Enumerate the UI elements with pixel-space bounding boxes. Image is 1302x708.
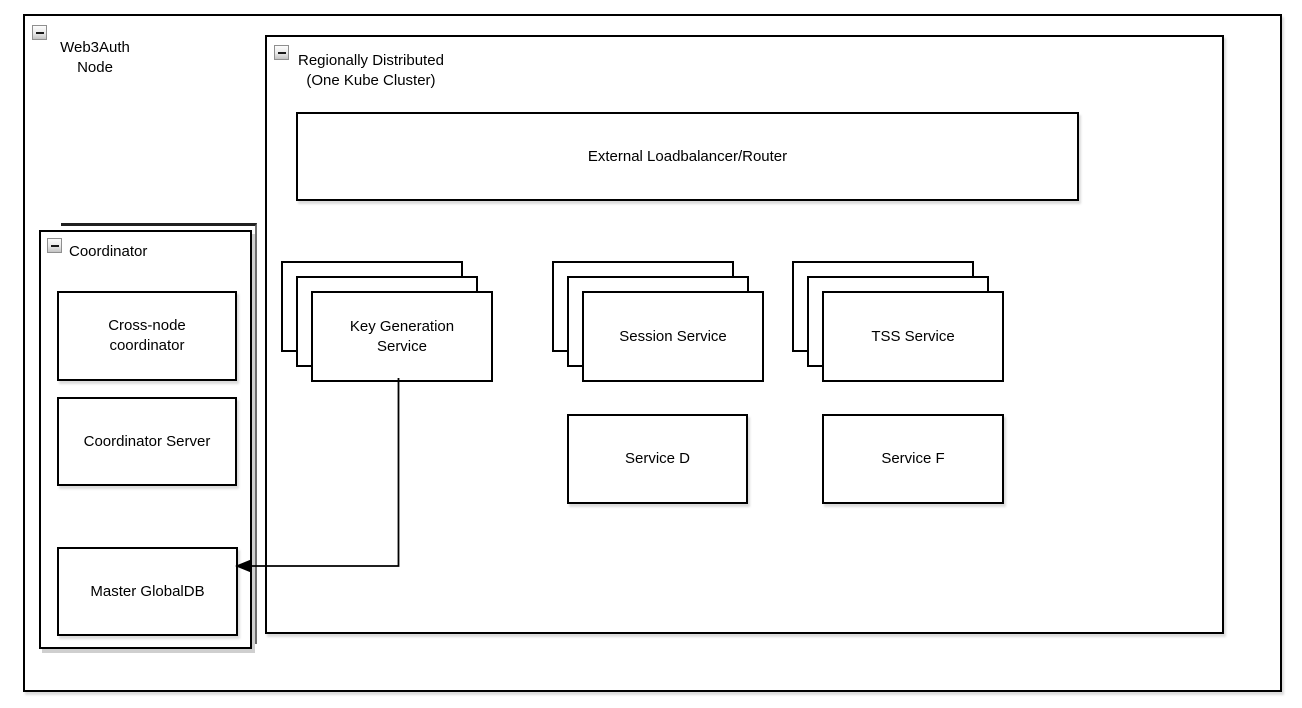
- minus-glyph: [50, 244, 59, 247]
- key-generation-label-line2: Service: [376, 337, 427, 355]
- node-service-d[interactable]: Service D: [567, 414, 748, 504]
- container-regionally-distributed[interactable]: Regionally Distributed (One Kube Cluster…: [265, 35, 1224, 634]
- coordinator-collapse-minus-icon[interactable]: [47, 238, 62, 253]
- container-coordinator[interactable]: Coordinator Cross-node coordinator Coord…: [39, 223, 257, 649]
- session-service-label: Session Service: [619, 327, 727, 345]
- node-coordinator-server[interactable]: Coordinator Server: [57, 397, 237, 486]
- key-generation-label-line1: Key Generation: [349, 317, 455, 335]
- coordinator-label: Coordinator: [69, 243, 148, 260]
- minus-glyph: [277, 51, 286, 54]
- node-session-service[interactable]: Session Service: [582, 291, 764, 382]
- web3auth-label-line2: Node: [77, 59, 113, 76]
- stack-key-generation-service: Key Generation Service: [281, 261, 493, 382]
- minus-glyph: [35, 31, 44, 34]
- stack-session-service: Session Service: [552, 261, 764, 382]
- node-cross-node-coordinator[interactable]: Cross-node coordinator: [57, 291, 237, 381]
- cross-node-label-line1: Cross-node: [108, 317, 186, 334]
- web3auth-collapse-minus-icon[interactable]: [32, 25, 47, 40]
- kube-collapse-minus-icon[interactable]: [274, 45, 289, 60]
- web3auth-node-label: Web3Auth Node: [55, 38, 135, 78]
- external-loadbalancer-label: External Loadbalancer/Router: [587, 147, 788, 165]
- kube-label-line1: Regionally Distributed: [298, 52, 444, 69]
- service-f-label: Service F: [881, 450, 945, 467]
- node-external-loadbalancer[interactable]: External Loadbalancer/Router: [296, 112, 1079, 201]
- stack-tss-service: TSS Service: [792, 261, 1004, 382]
- cross-node-label-line2: coordinator: [109, 337, 185, 354]
- coordinator-server-label: Coordinator Server: [83, 432, 211, 450]
- master-globaldb-label: Master GlobalDB: [90, 582, 205, 600]
- node-service-f[interactable]: Service F: [822, 414, 1004, 504]
- node-master-globaldb[interactable]: Master GlobalDB: [57, 547, 238, 636]
- service-d-label: Service D: [624, 450, 691, 467]
- container-web3auth-node[interactable]: Web3Auth Node Regionally Distributed (On…: [23, 14, 1282, 692]
- kube-cluster-label: Regionally Distributed (One Kube Cluster…: [298, 51, 444, 91]
- tss-service-label: TSS Service: [871, 327, 955, 345]
- web3auth-label-line1: Web3Auth: [60, 39, 130, 56]
- node-key-generation-service[interactable]: Key Generation Service: [311, 291, 493, 382]
- kube-label-line2: (One Kube Cluster): [306, 72, 436, 89]
- node-tss-service[interactable]: TSS Service: [822, 291, 1004, 382]
